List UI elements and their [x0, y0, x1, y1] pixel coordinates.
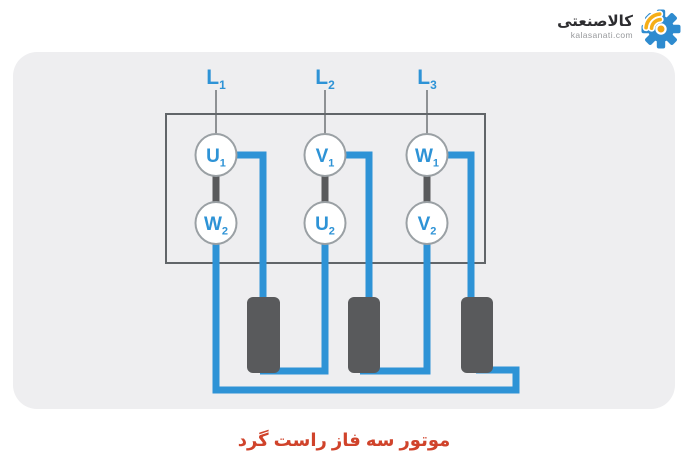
terminal-label-u1-main: U — [206, 146, 220, 167]
terminal-label-u1: U1 — [206, 146, 226, 170]
supply-label-l2: L2 — [315, 66, 335, 92]
brand-domain: kalasanati.com — [570, 29, 633, 40]
terminal-circles — [194, 133, 449, 245]
wifi-arcs-icon — [644, 12, 662, 30]
brand-logo: کالاصنعتی kalasanati.com — [557, 5, 682, 49]
link-bars — [212, 165, 431, 215]
supply-drop-lines — [215, 90, 428, 134]
terminal-label-v1: V1 — [316, 146, 335, 170]
wire-w2-to-coil3 — [212, 230, 520, 394]
supply-label-l2-main: L — [315, 66, 328, 89]
terminal-circle-w1 — [405, 133, 449, 177]
terminal-label-u2-main: U — [315, 214, 329, 235]
wire-v2-to-coil2 — [360, 230, 431, 375]
terminal-label-u2-sub: 2 — [329, 226, 335, 238]
terminal-label-u2: U2 — [315, 214, 335, 238]
supply-label-l3: L3 — [417, 66, 437, 92]
gear-hub-dot — [655, 23, 667, 35]
winding-coils — [247, 297, 493, 373]
winding-coil-1 — [247, 297, 280, 373]
link-bar-w1-v2 — [423, 165, 431, 215]
terminal-circle-w2 — [194, 201, 238, 245]
terminal-label-u1-sub: 1 — [220, 158, 226, 170]
winding-coil-3 — [461, 297, 493, 373]
supply-label-l3-sub: 3 — [430, 78, 437, 92]
terminal-label-v2-sub: 2 — [430, 226, 436, 238]
terminal-circle-u1 — [194, 133, 238, 177]
link-bar-v1-u2 — [321, 165, 329, 215]
wire-u2-to-coil1 — [260, 230, 329, 375]
terminal-circle-u2 — [303, 201, 347, 245]
wires — [212, 151, 520, 394]
brand-name: کالاصنعتی — [557, 13, 633, 31]
link-bar-u1-w2 — [212, 165, 220, 215]
terminal-label-w1-main: W — [415, 146, 433, 167]
terminal-label-w1: W1 — [415, 146, 439, 170]
gear-wifi-logo-icon — [641, 9, 681, 49]
terminal-circle-v1 — [303, 133, 347, 177]
terminal-label-w2-sub: 2 — [222, 226, 228, 238]
terminal-label-w2: W2 — [204, 214, 228, 238]
caption: موتور سه فاز راست گرد — [237, 430, 451, 450]
wire-u1-to-coil1 — [225, 151, 267, 310]
supply-label-l2-sub: 2 — [328, 78, 335, 92]
supply-label-l1: L1 — [206, 66, 226, 92]
terminal-label-v1-main: V — [316, 146, 329, 167]
supply-label-l1-sub: 1 — [219, 78, 226, 92]
brand-text-block: کالاصنعتی kalasanati.com — [557, 14, 633, 40]
supply-label-l1-main: L — [206, 66, 219, 89]
terminal-label-w2-main: W — [204, 214, 222, 235]
terminal-label-v2-main: V — [418, 214, 431, 235]
supply-label-l3-main: L — [417, 66, 430, 89]
gear-icon — [641, 9, 681, 49]
terminal-label-v1-sub: 1 — [328, 158, 334, 170]
winding-coil-2 — [348, 297, 380, 373]
terminal-label-w1-sub: 1 — [433, 158, 439, 170]
terminal-circle-v2 — [405, 201, 449, 245]
terminal-label-v2: V2 — [418, 214, 437, 238]
